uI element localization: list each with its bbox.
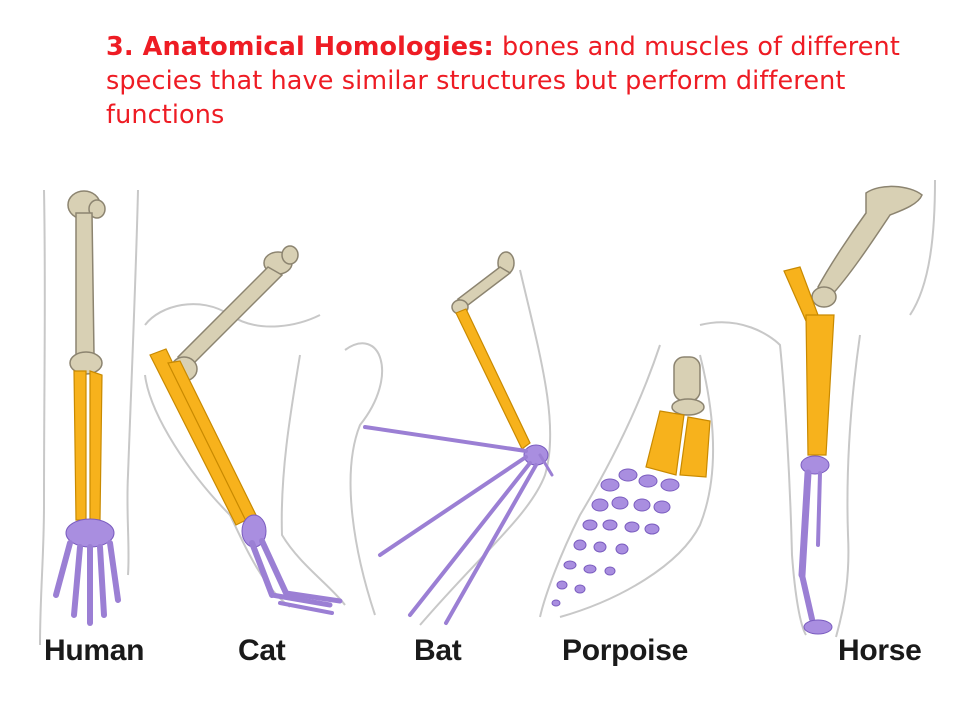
homology-figure: .out { fill: none; stroke: #c8c8c8; stro… (0, 175, 960, 720)
bat-humerus (451, 251, 515, 315)
label-horse: Horse (838, 634, 922, 667)
cat-limb (144, 245, 346, 615)
human-limb (39, 189, 139, 646)
human-humerus (67, 190, 106, 375)
heading-title: 3. Anatomical Homologies: (106, 32, 494, 62)
homology-illustration: .out { fill: none; stroke: #c8c8c8; stro… (39, 179, 936, 646)
label-bat: Bat (414, 634, 462, 667)
slide-heading: 3. Anatomical Homologies: bones and musc… (106, 30, 906, 132)
bat-limb (344, 251, 554, 626)
bat-radius (455, 308, 531, 450)
label-cat: Cat (238, 634, 286, 667)
heading-description: bones and muscles of different species t… (106, 32, 900, 130)
cat-humerus (170, 245, 299, 382)
label-human: Human (44, 634, 145, 667)
cat-paw (241, 514, 343, 615)
bat-wing-digits (363, 425, 554, 625)
porpoise-limb (539, 344, 715, 618)
horse-humerus (811, 185, 923, 308)
cat-radius-ulna (149, 348, 257, 526)
horse-radius-ulna (783, 266, 835, 456)
horse-lower-leg (798, 455, 833, 635)
horse-limb (699, 179, 936, 638)
label-porpoise: Porpoise (562, 634, 688, 667)
porpoise-humerus (671, 356, 705, 416)
porpoise-flipper-digits (551, 468, 680, 607)
porpoise-radius-ulna (645, 410, 711, 478)
human-hand (53, 518, 121, 626)
human-radius-ulna (73, 370, 103, 521)
